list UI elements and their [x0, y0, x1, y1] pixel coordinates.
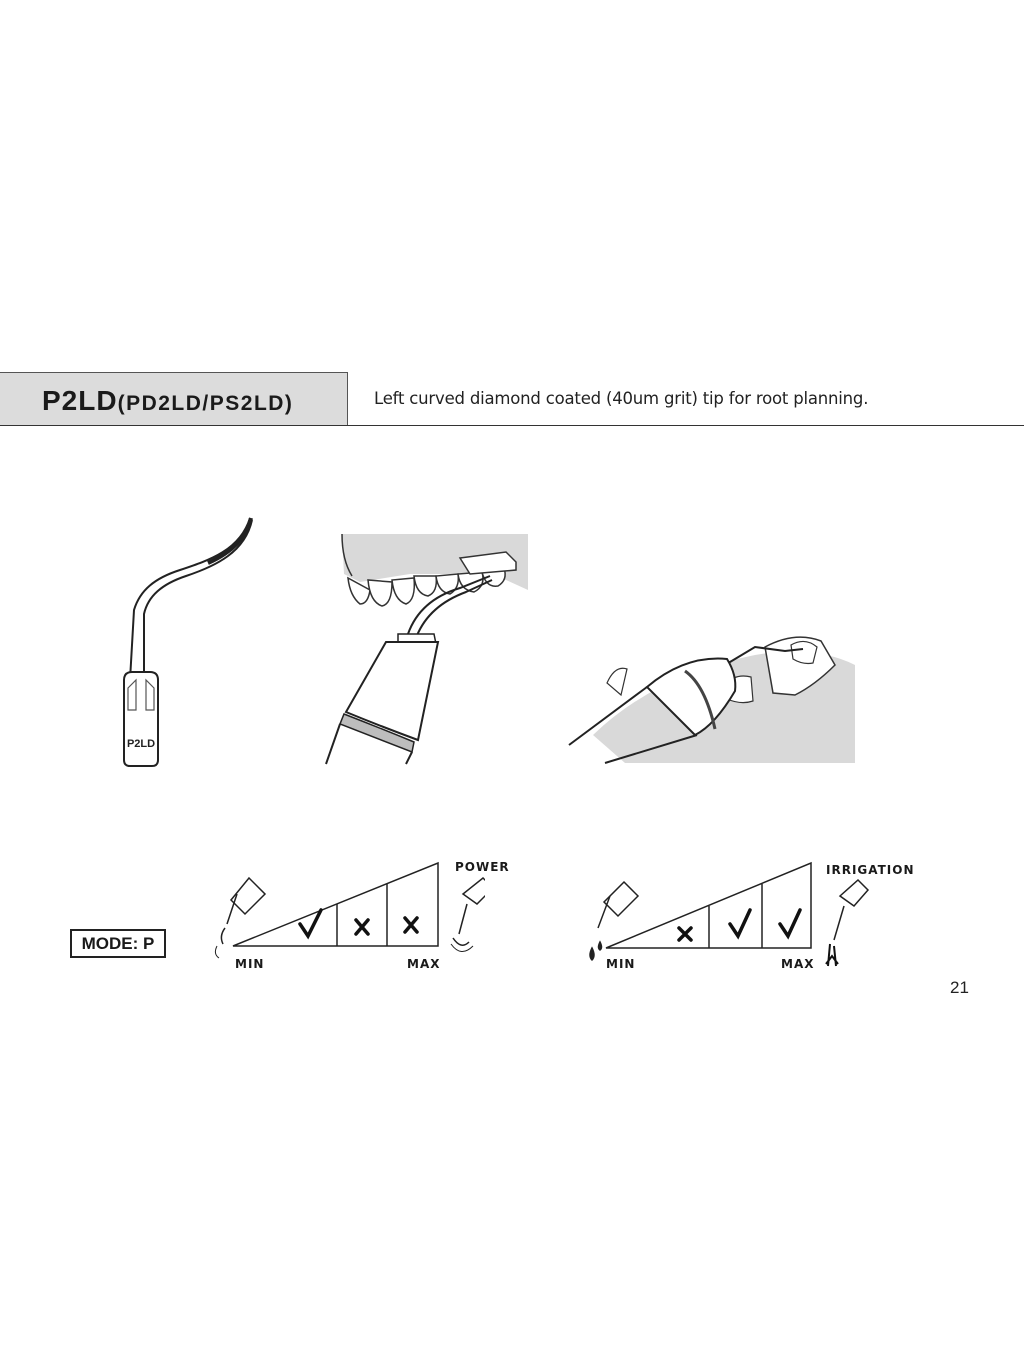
irrigation-scale [589, 861, 870, 967]
irrigation-min-label: MIN [606, 957, 636, 971]
handpiece-teeth-illustration [325, 533, 528, 765]
irrigation-handpiece-max-icon [825, 878, 870, 967]
title-box [0, 372, 348, 425]
tip-description: Left curved diamond coated (40um grit) t… [374, 389, 869, 408]
tip-label: P2LD [127, 738, 155, 750]
tip-illustration: P2LD [123, 517, 253, 767]
power-max-label: MAX [407, 957, 441, 971]
model-name: P2LD [42, 385, 118, 416]
power-scale [214, 861, 485, 959]
handpiece-mouth-illustration [568, 636, 855, 764]
power-title: POWER [455, 860, 510, 874]
irrigation-mark-3-check-icon [778, 908, 802, 940]
power-mark-2-cross-icon [354, 918, 370, 936]
power-mark-3-cross-icon [403, 916, 419, 934]
power-handpiece-min-icon [214, 876, 267, 959]
irrigation-title: IRRIGATION [826, 863, 915, 877]
irrigation-max-label: MAX [781, 957, 815, 971]
header-divider [0, 425, 1024, 426]
power-mark-1-check-icon [298, 908, 323, 940]
irrigation-mark-2-check-icon [728, 908, 752, 940]
power-handpiece-max-icon [450, 876, 485, 952]
mode-indicator: MODE: P [70, 929, 166, 958]
irrigation-mark-1-cross-icon [677, 926, 693, 942]
page-title: P2LD(PD2LD/PS2LD) [42, 385, 293, 417]
power-min-label: MIN [235, 957, 265, 971]
page-number: 21 [950, 978, 969, 997]
model-variants: (PD2LD/PS2LD) [117, 392, 294, 415]
irrigation-handpiece-min-icon [589, 880, 640, 962]
